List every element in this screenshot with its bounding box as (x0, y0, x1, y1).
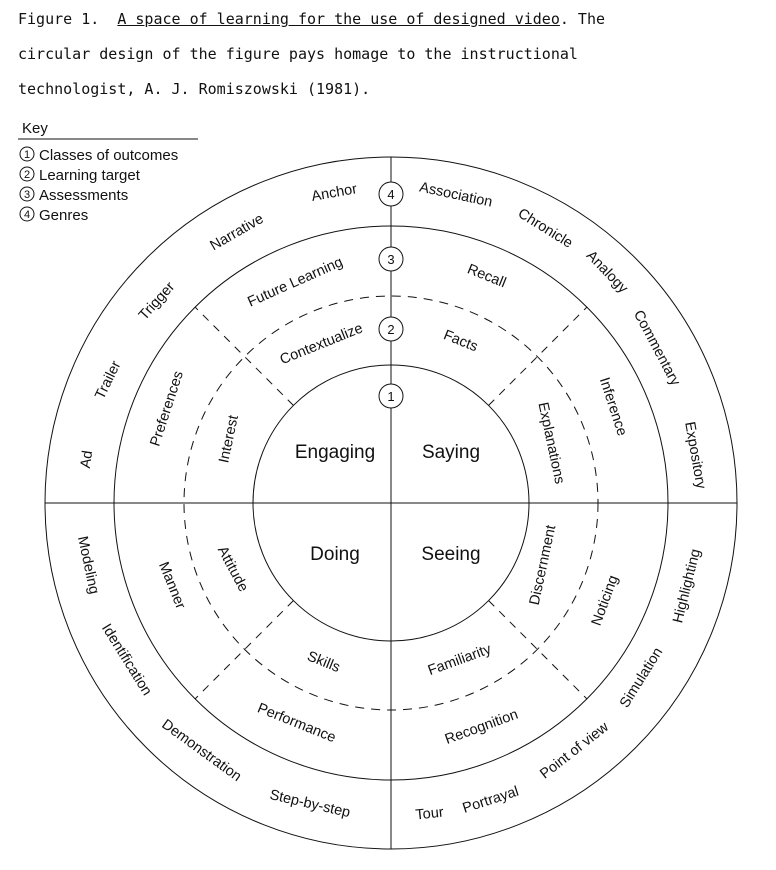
key-legend: Key 1 Classes of outcomes 2 Learning tar… (18, 120, 198, 224)
key-number-badge (19, 146, 35, 162)
ring-1-badge-number: 1 (387, 389, 394, 404)
key-number: 2 (24, 169, 30, 181)
ring-3-badge (378, 246, 404, 272)
ring-2-badge-number: 2 (387, 322, 394, 337)
ring-4-label-association: Association (418, 180, 494, 211)
ring-4-label-chronicle: Chronicle (515, 206, 575, 252)
key-number-badge (19, 206, 35, 222)
ring-4-badge-number: 4 (387, 187, 394, 202)
key-item: 3 Assessments (19, 186, 128, 204)
key-label: Learning target (39, 167, 141, 184)
figure-title: A space of learning for the use of desig… (117, 10, 560, 28)
ring-2-label-attitude: Attitude (214, 544, 251, 595)
ring-3-label-preferences: Preferences (148, 369, 187, 448)
center-label-engaging: Engaging (295, 442, 375, 463)
ring-4-label-step-by-step: Step-by-step (268, 787, 352, 821)
ring-3-label-recall: Recall (465, 261, 508, 291)
ring-badges: 4 3 2 1 (378, 181, 404, 409)
key-number-badge (19, 186, 35, 202)
ring-4-label-tour: Tour (415, 805, 445, 824)
ring-2-label-contextualize: Contextualize (278, 320, 365, 368)
ring-3-label-inference: Inference (596, 376, 630, 438)
key-label: Genres (39, 207, 88, 224)
ring-3-label-performance: Performance (255, 700, 338, 746)
key-label: Classes of outcomes (39, 147, 178, 164)
ring-2-label-skills: Skills (305, 649, 342, 677)
ring-4-label-narrative: Narrative (208, 211, 267, 254)
ring-3-badge-number: 3 (387, 252, 394, 267)
key-number: 1 (24, 149, 30, 161)
key-item: 2 Learning target (19, 166, 141, 184)
ring-2-badge (378, 316, 404, 342)
center-label-seeing: Seeing (421, 544, 480, 565)
ring-4-label-trigger: Trigger (136, 279, 178, 324)
ring-4-label-ad: Ad (78, 450, 96, 470)
ring-2-label-familiarity: Familiarity (426, 641, 494, 679)
figure-caption-tail: . The (559, 10, 606, 28)
key-number: 3 (24, 189, 30, 201)
ring-4-badge (378, 181, 404, 207)
ring-4-label-trailer: Trailer (92, 358, 124, 402)
ring-3-label-future-learning: Future Learning (245, 254, 345, 310)
ring-4-label-expository: Expository (681, 421, 709, 491)
key-number: 4 (24, 209, 30, 221)
ring-4-label-analogy: Analogy (583, 248, 631, 297)
figure-caption-line-3: technologist, A. J. Romiszowski (1981). (18, 80, 371, 98)
key-label: Assessments (39, 187, 128, 204)
ring-3-label-recognition: Recognition (443, 707, 520, 748)
center-label-saying: Saying (422, 442, 480, 463)
center-label-doing: Doing (310, 544, 360, 565)
ring-4-label-simulation: Simulation (617, 645, 666, 711)
ring-1-badge (378, 383, 404, 409)
ring-2-label-explanations: Explanations (534, 401, 567, 486)
ring-4-label-demonstration: Demonstration (159, 717, 245, 785)
ring-4-label-point-of-view: Point of view (537, 719, 612, 783)
center-labels: Engaging Saying Doing Seeing (295, 442, 481, 565)
ring-4-label-modeling: Modeling (74, 535, 102, 596)
ring-4-label-portrayal: Portrayal (461, 784, 521, 817)
key-number-badge (19, 166, 35, 182)
ring-4-label-highlighting: Highlighting (670, 547, 704, 624)
ring-4-label-anchor: Anchor (310, 181, 358, 205)
figure-caption-line-1: Figure 1. A space of learning for the us… (18, 10, 605, 28)
ring-3-label-manner: Manner (155, 560, 188, 612)
figure-caption-line-2: circular design of the figure pays homag… (18, 45, 578, 63)
ring-2-label-discernment: Discernment (527, 524, 560, 607)
figure-label: Figure 1. (18, 10, 100, 28)
key-title: Key (22, 120, 48, 137)
key-item: 1 Classes of outcomes (19, 146, 178, 164)
ring-2-label-interest: Interest (216, 414, 242, 465)
key-item: 4 Genres (19, 206, 88, 224)
ring-2-label-facts: Facts (441, 327, 480, 355)
ring-3-label-noticing: Noticing (589, 573, 622, 628)
